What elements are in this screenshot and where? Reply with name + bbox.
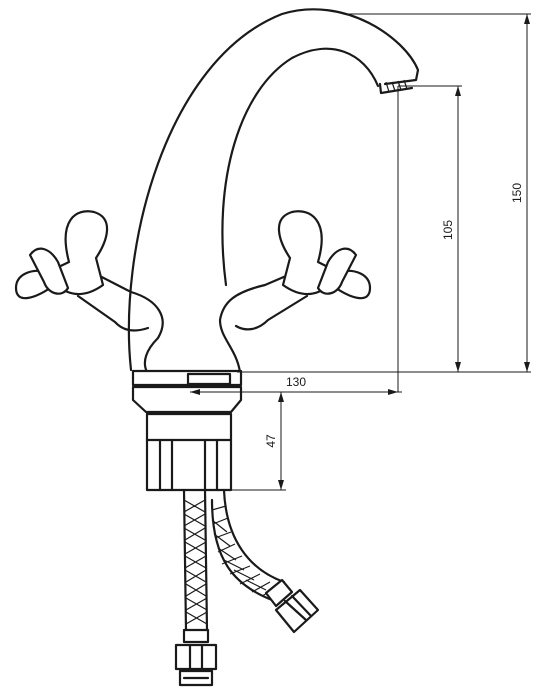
dimension-labels: 150 105 130 47 <box>264 183 524 448</box>
dimension-lines <box>190 13 531 491</box>
dim-base-height-label: 47 <box>264 434 278 448</box>
dim-spout-height-label: 105 <box>441 220 455 240</box>
dim-spout-reach-label: 130 <box>286 375 306 389</box>
supply-hoses <box>174 488 320 687</box>
faucet-body <box>14 8 420 492</box>
dim-total-height-label: 150 <box>510 183 524 203</box>
